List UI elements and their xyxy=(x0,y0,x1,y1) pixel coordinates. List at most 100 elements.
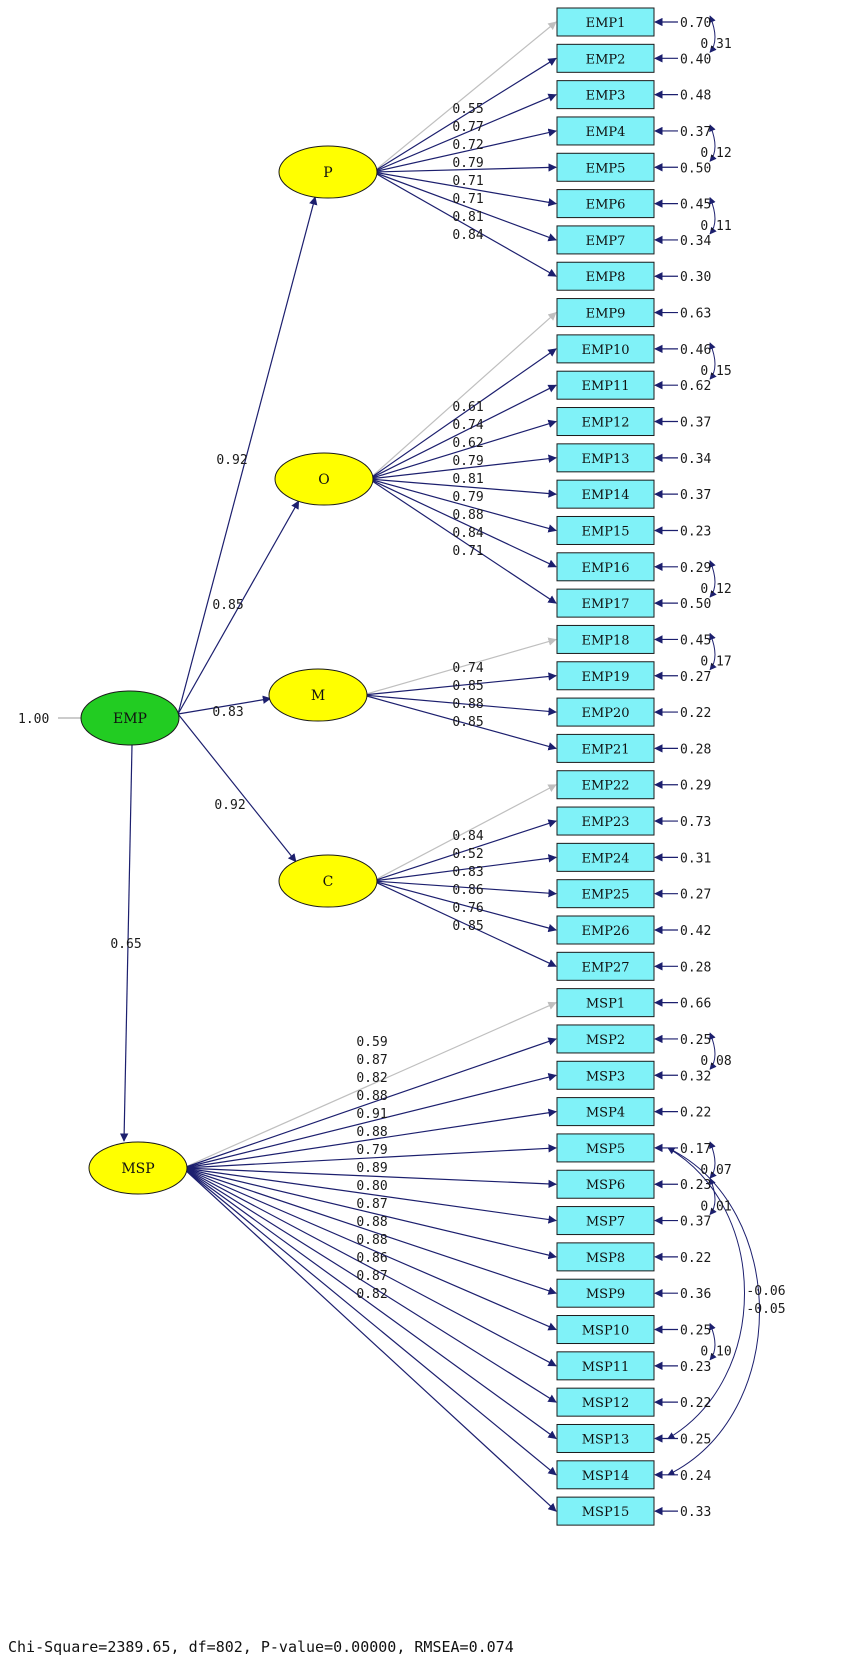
loading-label: 0.74 xyxy=(452,418,483,433)
loading-path xyxy=(182,1167,557,1512)
loading-label: 0.81 xyxy=(452,472,483,487)
loading-path xyxy=(182,1001,557,1169)
indicator-box xyxy=(556,152,655,182)
error-variance-label: 0.32 xyxy=(680,1069,711,1084)
error-variance-label: 0.45 xyxy=(680,633,711,648)
indicator-box xyxy=(556,1242,655,1272)
indicator-box xyxy=(556,515,655,545)
error-covariance xyxy=(709,196,717,235)
loading-label: 0.87 xyxy=(356,1053,387,1068)
error-covariance xyxy=(709,15,717,53)
error-variance-label: 0.33 xyxy=(680,1505,711,1520)
node-layer: EMP1EMP2EMP3EMP4EMP5EMP6EMP7EMP8EMP9EMP1… xyxy=(80,7,655,1526)
error-covariance-label: 0.31 xyxy=(700,37,731,52)
latent-factor-p xyxy=(278,145,378,199)
error-variance-label: 0.50 xyxy=(680,597,711,612)
loading-path xyxy=(363,694,557,716)
label-layer: 0.550.700.770.400.720.480.790.370.710.50… xyxy=(18,16,786,1520)
indicator-label: MSP6 xyxy=(586,1178,625,1193)
error-covariance xyxy=(667,1147,760,1476)
error-variance-label: 0.25 xyxy=(680,1432,711,1447)
error-variance-label: 0.34 xyxy=(680,234,711,249)
second-order-factor xyxy=(80,690,180,746)
loading-label: 0.88 xyxy=(356,1125,387,1140)
loading-path xyxy=(368,384,557,480)
loading-label: 0.88 xyxy=(452,508,483,523)
indicator-box xyxy=(556,1496,655,1526)
indicator-label: EMP24 xyxy=(581,851,629,866)
error-covariance xyxy=(709,1177,717,1216)
loading-label: 0.72 xyxy=(452,138,483,153)
error-variance-label: 0.48 xyxy=(680,89,711,104)
indicator-box xyxy=(556,1387,655,1417)
error-variance-label: 0.22 xyxy=(680,1106,711,1121)
loading-label: 0.85 xyxy=(452,919,483,934)
error-variance-label: 0.37 xyxy=(680,416,711,431)
indicator-box xyxy=(556,1206,655,1236)
loading-path xyxy=(372,171,557,207)
loading-path xyxy=(182,1167,557,1295)
loading-label: 0.59 xyxy=(356,1035,387,1050)
loading-label: 0.91 xyxy=(356,1107,387,1122)
error-covariance-label: -0.06 xyxy=(746,1284,785,1299)
error-variance-label: 0.30 xyxy=(680,270,711,285)
indicator-label: MSP11 xyxy=(582,1360,630,1375)
indicator-label: EMP10 xyxy=(581,343,629,358)
loading-path xyxy=(183,1167,557,1189)
indicator-label: MSP12 xyxy=(582,1396,630,1411)
indicator-label: EMP22 xyxy=(581,779,629,794)
error-covariance-label: -0.05 xyxy=(746,1302,785,1317)
loading-label: 0.79 xyxy=(452,454,483,469)
indicator-label: EMP12 xyxy=(581,416,629,431)
error-covariance xyxy=(709,560,717,598)
loading-path xyxy=(182,1167,557,1224)
error-variance-label: 0.22 xyxy=(680,1251,711,1266)
error-variance-label: 0.28 xyxy=(680,742,711,757)
indicator-box xyxy=(556,80,655,110)
error-variance-label: 0.73 xyxy=(680,815,711,830)
error-covariance xyxy=(709,1032,717,1070)
indicator-label: EMP26 xyxy=(581,924,629,939)
indicator-box xyxy=(556,842,655,872)
indicator-box xyxy=(556,116,655,146)
error-variance-label: 0.25 xyxy=(680,1324,711,1339)
error-variance-label: 0.27 xyxy=(680,670,711,685)
error-variance-label: 0.46 xyxy=(680,343,711,358)
indicator-label: MSP9 xyxy=(586,1287,625,1302)
loading-path xyxy=(368,419,557,480)
error-covariance-label: 0.08 xyxy=(700,1054,731,1069)
loading-label: 0.62 xyxy=(452,436,483,451)
loading-path xyxy=(182,1037,557,1169)
loading-path xyxy=(368,348,557,480)
error-variance-label: 0.29 xyxy=(680,779,711,794)
loading-path xyxy=(369,478,557,498)
loading-path xyxy=(368,478,557,533)
indicator-label: EMP5 xyxy=(586,161,626,176)
indicator-label: EMP13 xyxy=(581,452,629,467)
indicator-box xyxy=(556,7,655,37)
loading-label: 0.84 xyxy=(452,829,483,844)
indicator-label: EMP20 xyxy=(581,706,629,721)
second-order-label: EMP xyxy=(113,711,147,727)
error-variance-label: 0.37 xyxy=(680,1215,711,1230)
error-variance-label: 0.37 xyxy=(680,125,711,140)
loading-label: 0.76 xyxy=(452,901,483,916)
indicator-box xyxy=(556,1169,655,1199)
loading-label: 0.88 xyxy=(356,1233,387,1248)
loading-label: 0.52 xyxy=(452,847,483,862)
loading-path xyxy=(372,57,557,173)
indicator-label: MSP15 xyxy=(582,1505,630,1520)
latent-factor-label: O xyxy=(318,472,329,488)
error-covariance-label: 0.10 xyxy=(700,1345,731,1360)
indicator-label: EMP6 xyxy=(586,198,626,213)
indicator-label: EMP15 xyxy=(581,524,629,539)
indicator-label: EMP2 xyxy=(586,52,626,67)
loading-label: 0.84 xyxy=(452,228,483,243)
loading-label: 0.88 xyxy=(356,1215,387,1230)
error-variance-label: 0.50 xyxy=(680,161,711,176)
indicator-box xyxy=(556,225,655,255)
error-covariance-label: 0.07 xyxy=(700,1163,731,1178)
loading-path xyxy=(372,171,557,277)
error-variance-label: 0.36 xyxy=(680,1287,711,1302)
indicator-label: MSP13 xyxy=(582,1432,630,1447)
